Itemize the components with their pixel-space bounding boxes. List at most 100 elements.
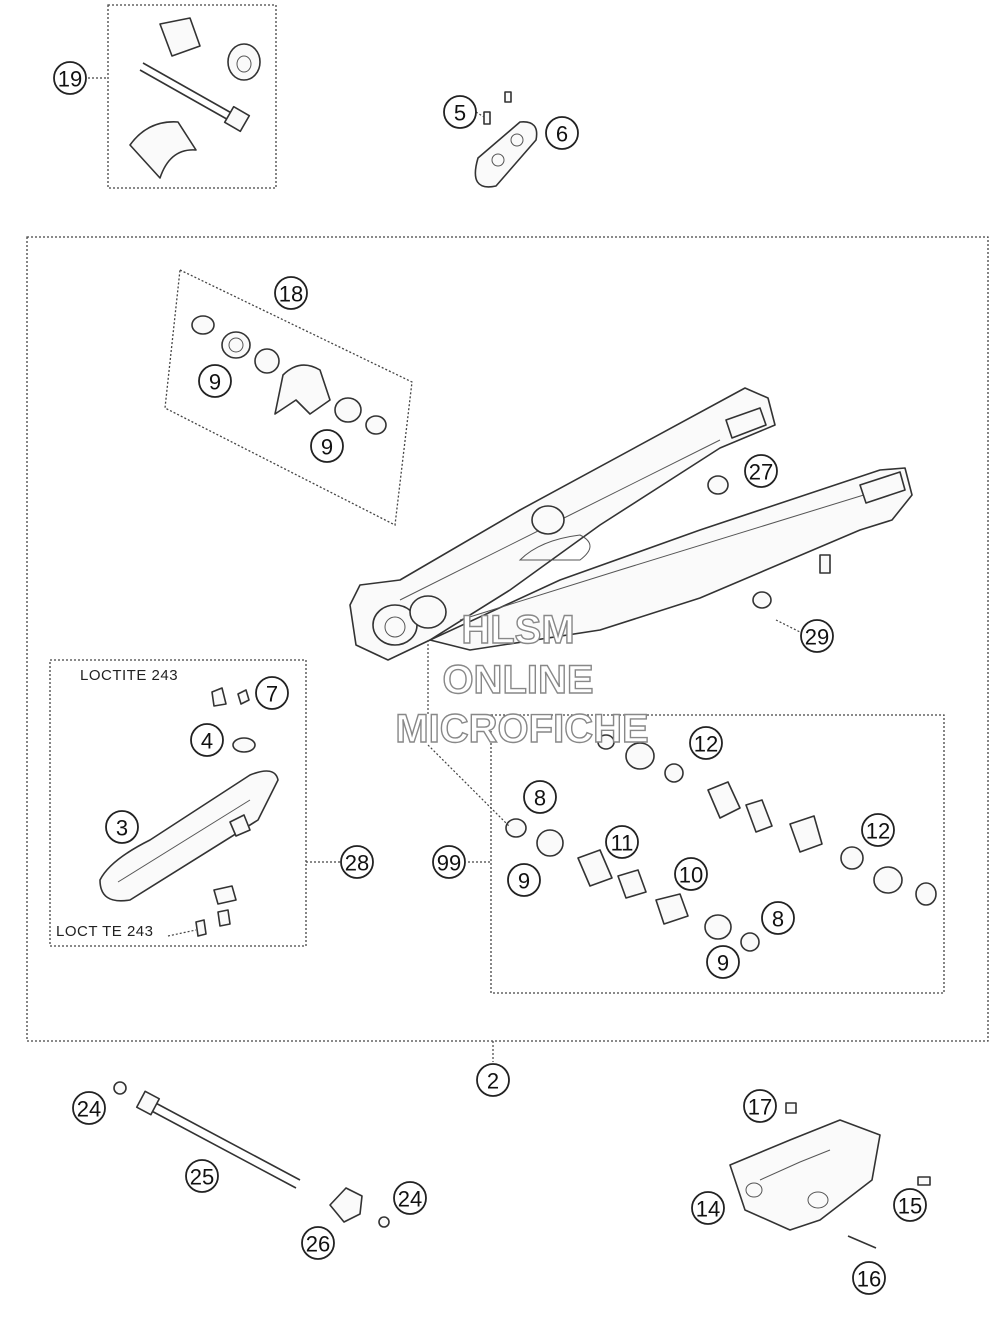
callout-3: 3 (105, 810, 139, 844)
part-group-99 (505, 734, 937, 952)
callout-number: 8 (534, 786, 546, 811)
callout-circle (105, 810, 139, 844)
callout-12: 12 (689, 726, 723, 760)
callout-circle (185, 1159, 219, 1193)
watermark-line-2: ONLINE (442, 658, 593, 702)
callout-number: 25 (190, 1165, 214, 1190)
callout-29: 29 (800, 619, 834, 653)
callout-circle (476, 1063, 510, 1097)
callout-circle (761, 901, 795, 935)
callout-circle (852, 1261, 886, 1295)
callout-7: 7 (255, 676, 289, 710)
callout-18: 18 (274, 276, 308, 310)
part-group-18 (191, 315, 387, 435)
watermark: HLSM ONLINE MICROFICHE (395, 607, 650, 751)
callout-6: 6 (545, 116, 579, 150)
part-group-5-6 (474, 91, 538, 188)
callout-9: 9 (310, 429, 344, 463)
group-box-28 (49, 659, 307, 947)
callout-number: 28 (345, 851, 369, 876)
group-box-18 (164, 269, 413, 527)
callout-number: 11 (611, 831, 634, 856)
callout-circle (691, 1191, 725, 1225)
group-box-99 (490, 714, 945, 994)
loctite-note-bottom: LOCT TE 243 (56, 923, 154, 940)
callout-circle (674, 857, 708, 891)
watermark-line-1: HLSM (461, 608, 574, 652)
callout-number: 17 (748, 1095, 772, 1120)
callout-circle (53, 61, 87, 95)
callout-circle (310, 429, 344, 463)
callout-11: 11 (605, 825, 639, 859)
callout-circle (72, 1091, 106, 1125)
callout-17: 17 (743, 1089, 777, 1123)
callout-number: 15 (898, 1194, 922, 1219)
callout-number: 24 (77, 1097, 101, 1122)
callout-28: 28 (340, 845, 374, 879)
callout-24: 24 (393, 1181, 427, 1215)
callout-number: 4 (201, 729, 213, 754)
callout-27: 27 (744, 454, 778, 488)
callout-number: 24 (398, 1187, 422, 1212)
callout-12: 12 (861, 813, 895, 847)
callout-9: 9 (706, 945, 740, 979)
callout-circle (689, 726, 723, 760)
callout-number: 18 (279, 282, 303, 307)
callout-5: 5 (443, 95, 477, 129)
callout-number: 2 (487, 1069, 499, 1094)
part-group-28 (99, 687, 279, 937)
callout-circle (432, 845, 466, 879)
callout-circle (443, 95, 477, 129)
callout-circle (301, 1226, 335, 1260)
callout-circle (190, 723, 224, 757)
callout-26: 26 (301, 1226, 335, 1260)
callout-circle (743, 1089, 777, 1123)
callout-number: 19 (58, 67, 82, 92)
callout-number: 3 (116, 816, 128, 841)
callout-9: 9 (507, 863, 541, 897)
callout-19: 19 (53, 61, 87, 95)
callout-2: 2 (476, 1063, 510, 1097)
callout-circle (893, 1188, 927, 1222)
callout-number: 16 (857, 1267, 881, 1292)
callout-circle (507, 863, 541, 897)
callout-number: 26 (306, 1232, 330, 1257)
callout-number: 27 (749, 460, 773, 485)
callout-number: 12 (694, 732, 718, 757)
callout-8: 8 (761, 901, 795, 935)
callout-circle (393, 1181, 427, 1215)
callout-number: 9 (209, 370, 221, 395)
callout-10: 10 (674, 857, 708, 891)
callout-15: 15 (893, 1188, 927, 1222)
watermark-line-3: MICROFICHE (395, 707, 648, 751)
callout-number: 99 (437, 851, 461, 876)
callout-circle (255, 676, 289, 710)
callout-circle (198, 364, 232, 398)
callout-number: 5 (454, 101, 466, 126)
callout-circle (861, 813, 895, 847)
callout-9: 9 (198, 364, 232, 398)
callout-14: 14 (691, 1191, 725, 1225)
callout-number: 14 (696, 1197, 720, 1222)
group-box-main-swingarm (26, 236, 989, 1042)
callout-8: 8 (523, 780, 557, 814)
swingarm (349, 387, 913, 661)
callout-99: 99 (432, 845, 466, 879)
callout-circle (545, 116, 579, 150)
part-group-chain-guide (729, 1102, 931, 1249)
callout-circle (274, 276, 308, 310)
callout-4: 4 (190, 723, 224, 757)
callout-circle (340, 845, 374, 879)
callout-number: 12 (866, 819, 890, 844)
callout-number: 9 (518, 869, 530, 894)
callout-circle (605, 825, 639, 859)
callout-circle (800, 619, 834, 653)
callout-number: 29 (805, 625, 829, 650)
callout-circle (744, 454, 778, 488)
callout-24: 24 (72, 1091, 106, 1125)
part-group-axle (113, 1081, 390, 1228)
callout-number: 9 (321, 435, 333, 460)
callout-circle (706, 945, 740, 979)
callout-number: 6 (556, 122, 568, 147)
